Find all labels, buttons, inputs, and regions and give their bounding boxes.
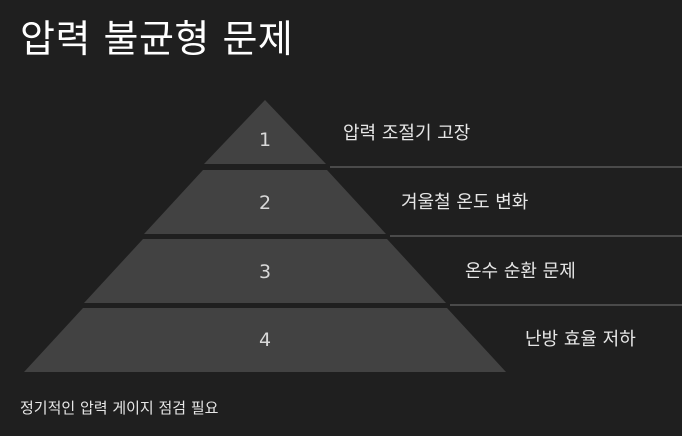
- footnote: 정기적인 압력 게이지 점검 필요: [20, 399, 219, 417]
- tier-3-label: 온수 순환 문제: [465, 261, 576, 282]
- tier-1-shape: [204, 100, 326, 164]
- tier-1-number: 1: [259, 129, 271, 151]
- tier-3-shape: [84, 239, 446, 303]
- tier-4-label: 난방 효율 저하: [525, 329, 636, 350]
- pyramid-tier-4: 4 난방 효율 저하: [24, 308, 636, 372]
- tier-3-number: 3: [259, 261, 271, 283]
- diagram-title: 압력 불균형 문제: [20, 17, 294, 61]
- pyramid-tier-3: 3 온수 순환 문제: [84, 239, 682, 306]
- tier-2-number: 2: [259, 192, 271, 214]
- tier-4-shape: [24, 308, 506, 372]
- pyramid-tier-1: 1 압력 조절기 고장: [204, 100, 682, 168]
- tier-4-number: 4: [259, 329, 271, 351]
- pyramid-tier-2: 2 겨울철 온도 변화: [144, 170, 682, 237]
- tier-1-label: 압력 조절기 고장: [343, 123, 470, 144]
- tier-2-label: 겨울철 온도 변화: [401, 192, 528, 213]
- tier-2-shape: [144, 170, 386, 234]
